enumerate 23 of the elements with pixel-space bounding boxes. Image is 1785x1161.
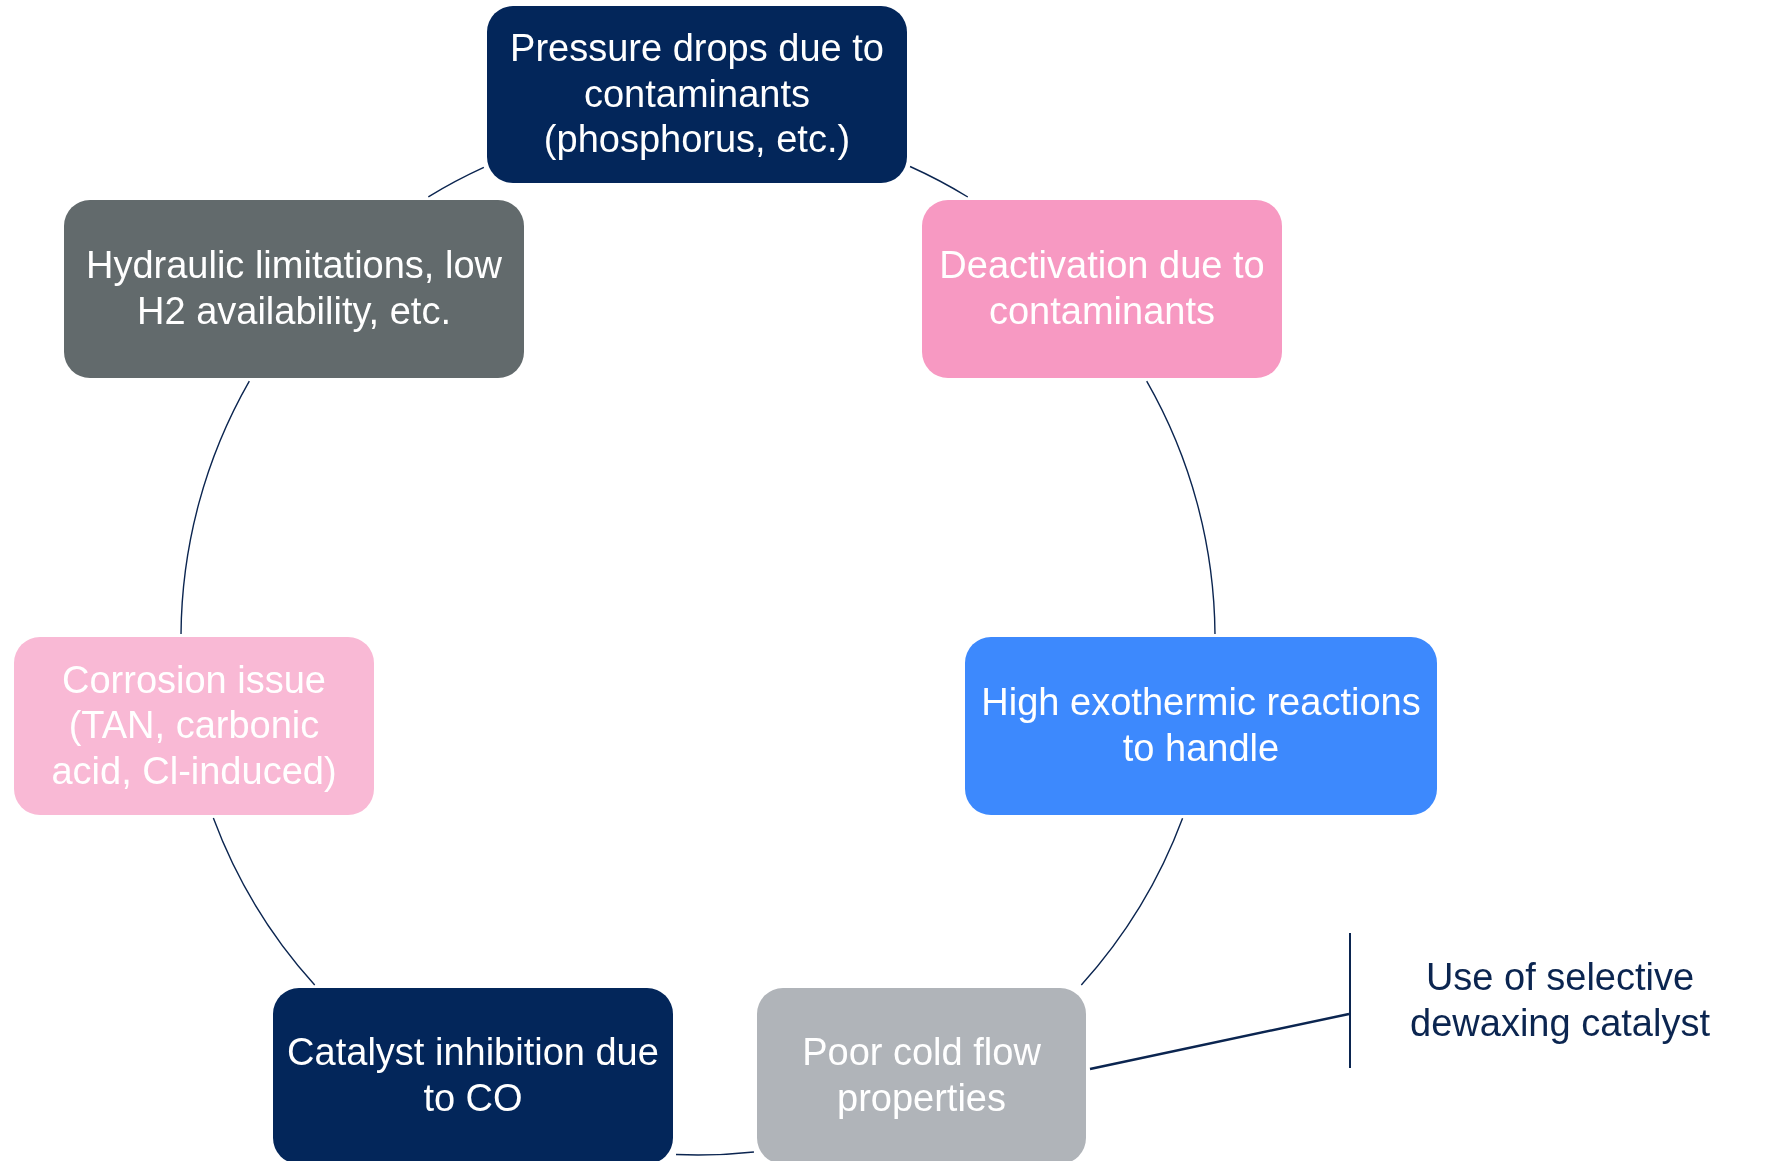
rounded-box — [487, 6, 907, 183]
box-label: Catalyst inhibition due to CO — [287, 1030, 659, 1121]
connector-line — [180, 380, 250, 635]
connector-line — [1146, 380, 1216, 635]
box-label: Hydraulic limitations, low H2 availability, etc. — [85, 243, 503, 334]
rounded-box — [965, 637, 1437, 815]
connector-line — [909, 165, 969, 198]
connector-line — [1089, 1012, 1350, 1071]
connector-line — [1080, 817, 1184, 986]
connector-line — [212, 817, 316, 986]
connector-line — [675, 1151, 755, 1156]
box-label: High exothermic reactions to handle — [980, 680, 1422, 771]
box-label: Corrosion issue (TAN, carbonic acid, Cl-induced) — [50, 657, 338, 794]
box-label: Deactivation due to contaminants — [938, 243, 1266, 334]
rounded-box — [922, 200, 1282, 378]
rounded-box — [14, 637, 374, 815]
rounded-box — [273, 988, 673, 1161]
box-label: Pressure drops due to contaminants (phosphorus, etc.) — [509, 26, 885, 163]
rounded-box — [64, 200, 524, 378]
rounded-box — [757, 988, 1086, 1161]
box-label: Poor cold flow properties — [801, 1030, 1042, 1121]
box-label: Use of selective dewaxing catalyst — [1409, 954, 1711, 1046]
connector-line — [427, 166, 485, 198]
